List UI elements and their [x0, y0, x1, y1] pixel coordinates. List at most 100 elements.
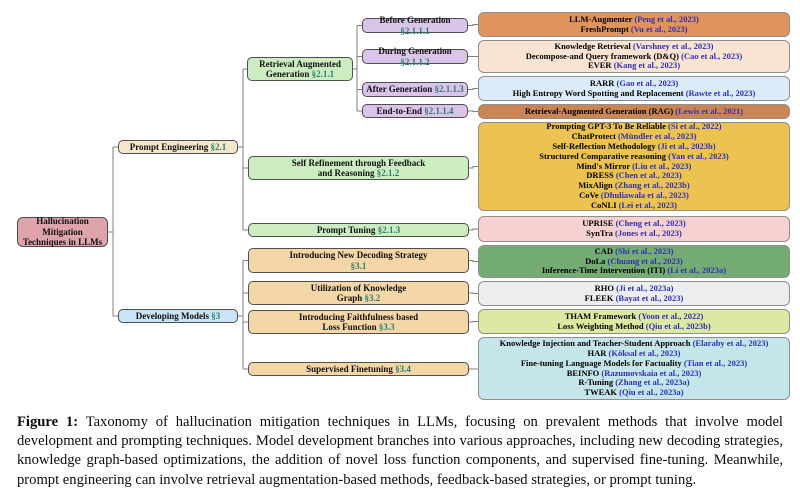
method-name: CAD [594, 245, 613, 256]
citation: (Gao et al., 2023) [614, 77, 679, 88]
method-entry: Prompting GPT-3 To Be Reliable (Si et al… [546, 122, 721, 132]
method-name: R-Tuning [578, 377, 614, 388]
citation: (Liu et al., 2023) [629, 160, 692, 171]
leaf-knowledge-graph-methods: RHO (Ji et al., 2023a)FLEEK (Bayat et al… [478, 281, 790, 306]
node-label: After Generation §2.1.1.3 [366, 84, 464, 95]
citation: (Ji et al., 2023a) [613, 282, 674, 293]
method-entry: SynTra (Jones et al., 2023) [586, 228, 682, 239]
method-name: EVER [587, 60, 612, 71]
citation: (Cheng et al., 2023) [613, 218, 686, 229]
method-name: THAM Framework [564, 310, 637, 321]
node-label: End-to-End §2.1.1.4 [376, 106, 453, 117]
method-entry: Fine-tuning Language Models for Factuali… [520, 357, 747, 369]
method-entry: Self-Reflection Methodology (Ji et al., … [552, 141, 716, 152]
method-name: Decompose-and Query framework (D&Q) [525, 50, 679, 61]
method-name: MixAlign [578, 180, 613, 191]
method-entry: Knowledge Retrieval (Varshney et al., 20… [554, 40, 714, 52]
node-label: During Generation §2.1.1.2 [365, 46, 465, 67]
method-entry: DoLa (Chuang et al., 2023) [585, 256, 683, 267]
method-entry: TWEAK (Qiu et al., 2023a) [584, 387, 683, 398]
method-name: Fine-tuning Language Models for Factuali… [520, 357, 682, 368]
method-name: Retrieval-Augmented Generation (RAG) [524, 105, 674, 116]
method-name: HAR [587, 347, 607, 358]
citation: (Kang et al., 2023) [611, 60, 681, 71]
method-name: BEINFO [566, 367, 600, 378]
method-name: Mind's Mirror [576, 160, 630, 171]
leaf-after-generation-methods: RARR (Gao et al., 2023)High Entropy Word… [478, 76, 790, 101]
method-entry: EVER (Kang et al., 2023) [588, 61, 680, 71]
citation: (Qiu et al., 2023b) [643, 320, 711, 331]
node-label: Prompt Engineering §2.1 [130, 142, 227, 153]
citation: (Lewis et al., 2021) [673, 105, 744, 116]
section-ref: §3.1 [350, 260, 367, 271]
node-loss-function: Introducing Faithfulness based Loss Func… [248, 310, 469, 334]
node-label: Prompt Tuning §2.1.3 [317, 225, 400, 236]
method-entry: Mind's Mirror (Liu et al., 2023) [576, 160, 692, 172]
section-ref: §3.3 [378, 322, 395, 332]
method-entry: Structured Comparative reasoning (Yan et… [539, 150, 729, 162]
method-entry: Loss Weighting Method (Qiu et al., 2023b… [557, 320, 711, 332]
method-name: High Entropy Word Spotting and Replaceme… [512, 87, 684, 98]
node-label: Before Generation §2.1.1.1 [365, 15, 465, 36]
node-self-refinement: Self Refinement through Feedback and Rea… [248, 156, 469, 180]
figure-caption-text: Taxonomy of hallucination mitigation tec… [17, 414, 783, 488]
node-new-decoding-strategy: Introducing New Decoding Strategy §3.1 [248, 248, 469, 273]
method-name: CoNLI [591, 199, 617, 210]
section-ref: §3 [211, 310, 221, 321]
node-label-text: Self Refinement through Feedback and Rea… [291, 157, 426, 179]
method-entry: THAM Framework (Yoon et al., 2022) [564, 310, 704, 322]
citation: (Zhang et al., 2023b) [612, 180, 690, 191]
section-ref: §2.1.1.3 [434, 84, 464, 95]
citation: (Chen et al., 2023) [613, 170, 682, 181]
method-name: Self-Reflection Methodology [552, 141, 656, 152]
node-label: Retrieval Augmented Generation §2.1.1 [252, 59, 348, 80]
node-before-generation: Before Generation §2.1.1.1 [362, 15, 468, 36]
citation: (Bayat et al., 2023) [613, 292, 684, 303]
leaf-during-generation-methods: Knowledge Retrieval (Varshney et al., 20… [478, 40, 790, 73]
citation: (Razumovskaia et al., 2023) [599, 367, 702, 378]
figure-caption: Figure 1: Taxonomy of hallucination miti… [17, 413, 783, 490]
method-entry: FreshPrompt (Vu et al., 2023) [580, 23, 688, 35]
method-name: UPRISE [582, 218, 614, 229]
leaf-supervised-finetuning-methods: Knowledge Injection and Teacher-Student … [478, 337, 790, 400]
section-ref: §3.2 [364, 293, 381, 303]
section-ref: §2.1 [210, 141, 227, 152]
node-label-text: Prompt Engineering [129, 141, 209, 152]
method-entry: FLEEK (Bayat et al., 2023) [585, 292, 684, 304]
method-entry: Inference-Time Intervention (ITI) (Li et… [542, 266, 726, 276]
figure-caption-label: Figure 1: [17, 414, 79, 430]
citation: (Ji et al., 2023b) [655, 141, 716, 152]
method-name: ChatProtect [571, 131, 616, 142]
citation: (Dhuliawala et al., 2023) [598, 190, 689, 200]
citation: (Shi et al., 2023) [612, 245, 674, 256]
citation: (Varshney et al., 2023) [630, 40, 714, 51]
citation: (Yan et al., 2023) [665, 150, 729, 161]
node-label-text: Developing Models [135, 310, 209, 321]
node-retrieval-augmented-generation: Retrieval Augmented Generation §2.1.1 [247, 57, 353, 81]
section-ref: §2.1.1.2 [400, 56, 430, 67]
section-ref: §2.1.3 [377, 224, 401, 235]
method-name: Prompting GPT-3 To Be Reliable [546, 121, 666, 132]
method-name: Knowledge Injection and Teacher-Student … [499, 338, 691, 349]
citation: (Cao et al., 2023) [678, 50, 743, 61]
method-entry: Retrieval-Augmented Generation (RAG) (Le… [524, 105, 744, 117]
node-prompt-engineering: Prompt Engineering §2.1 [118, 140, 238, 154]
section-ref: §2.1.1.4 [424, 105, 454, 116]
method-name: Knowledge Retrieval [554, 40, 631, 51]
method-name: FreshPrompt [580, 23, 629, 34]
method-name: Loss Weighting Method [557, 320, 644, 331]
node-label: Supervised Finetuning §3.4 [306, 364, 411, 375]
node-label-text: Introducing Faithfulness based Loss Func… [298, 311, 419, 333]
node-during-generation: During Generation §2.1.1.2 [362, 46, 468, 67]
section-ref: §3.4 [395, 363, 411, 374]
leaf-self-refinement-methods: Prompting GPT-3 To Be Reliable (Si et al… [478, 122, 790, 211]
method-entry: BEINFO (Razumovskaia et al., 2023) [566, 367, 702, 379]
method-name: SynTra [586, 228, 613, 238]
node-label-text: Prompt Tuning [316, 224, 376, 235]
node-label: Self Refinement through Feedback and Rea… [288, 158, 430, 179]
method-entry: CoNLI (Lei et al., 2023) [591, 199, 677, 211]
method-entry: Knowledge Injection and Teacher-Student … [499, 338, 769, 349]
node-label-text: Before Generation [379, 15, 451, 25]
citation: (Vu et al., 2023) [628, 23, 688, 34]
